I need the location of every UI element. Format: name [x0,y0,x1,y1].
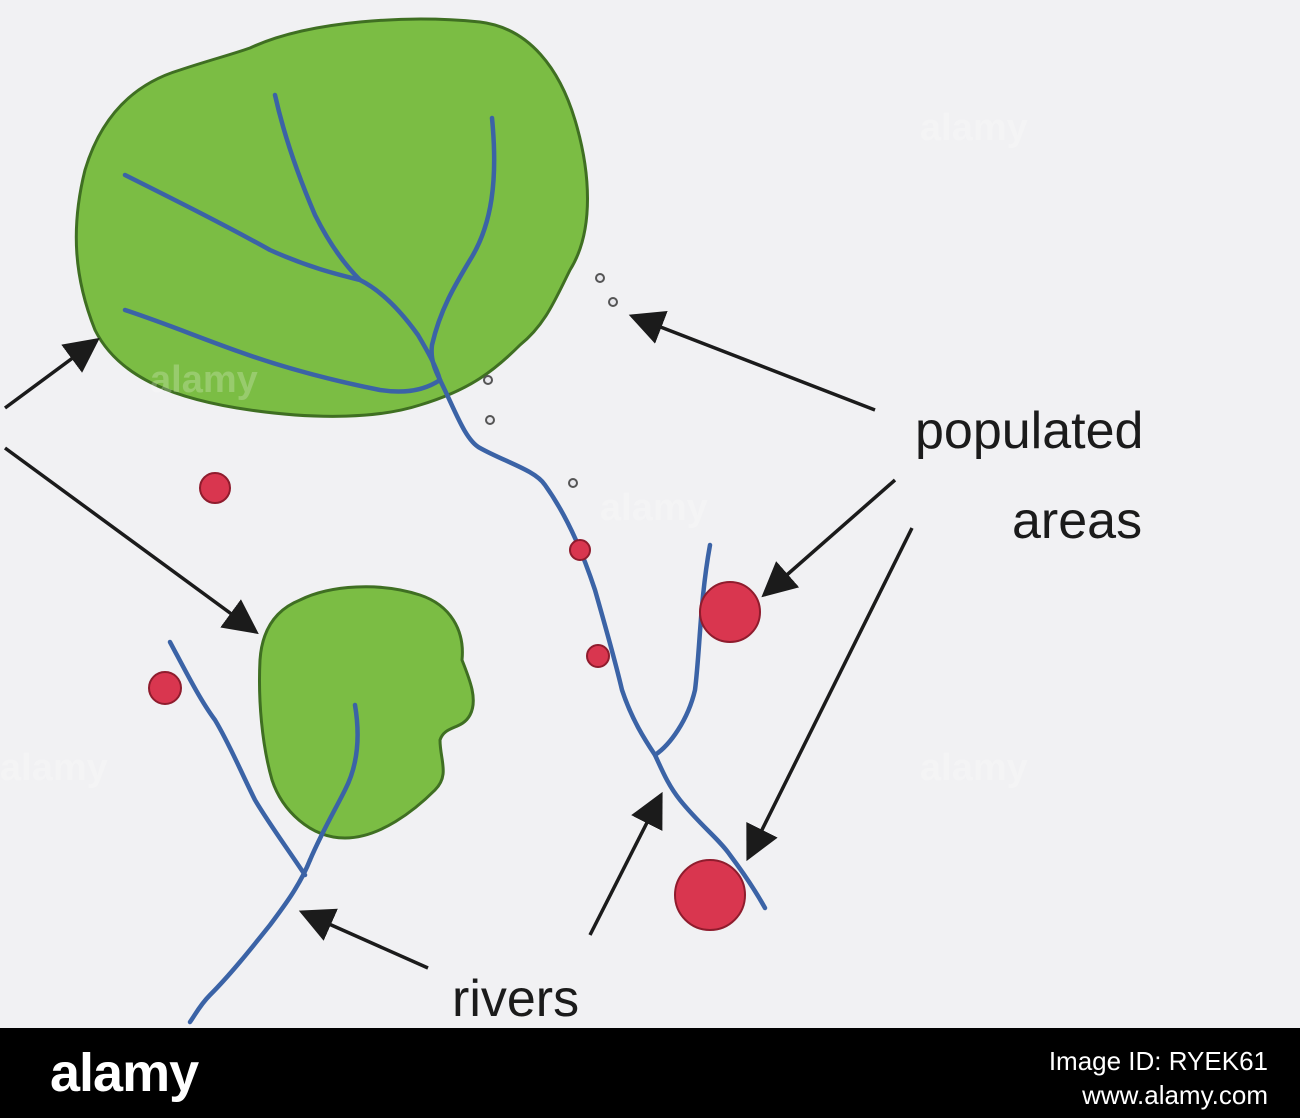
rivers-group [122,92,768,1025]
arrow-forest-large [3,337,100,410]
river-main [437,377,768,911]
watermark-text: alamy [150,359,258,401]
town-dot [674,859,746,931]
river-right-tributary [652,542,713,758]
watermark-text: alamy [600,487,708,529]
watermark-text: alamy [920,747,1028,789]
arrow-populated-middle [761,478,897,598]
arrow-rivers-right [588,791,663,936]
town-dot [699,581,761,643]
footer-bar: alamy Image ID: RYEK61 www.alamy.com [0,1028,1300,1118]
forest-small [258,585,475,840]
arrow-forest-small [3,446,259,635]
town-dot [148,671,182,705]
footer-image-id: Image ID: RYEK61 [1048,1046,1268,1076]
settlement-dot [483,375,493,385]
diagram-svg: populated areas rivers alamy alamy alamy… [0,17,1144,1028]
settlement-dot [608,297,618,307]
footer-url: www.alamy.com [1082,1080,1268,1110]
forest-large [74,17,589,418]
arrow-populated-top [628,311,876,412]
watermark-text: alamy [0,747,108,789]
town-dot [569,539,591,561]
river-lower-left-branch [122,307,443,394]
arrow-populated-bottom [746,527,914,862]
river-top-left-branch [122,172,443,383]
tiny-settlements-group [483,273,618,488]
river-left-outflow [187,857,313,1025]
settlement-dot [485,415,495,425]
river-small-forest-branch [307,702,360,863]
town-dot [199,472,231,504]
watermark-text: alamy [920,107,1028,149]
river-left-main [167,639,308,878]
label-areas: areas [1012,492,1142,550]
river-top-center [272,92,363,283]
town-dot [586,644,610,668]
settlement-dot [595,273,605,283]
settlement-dot [568,478,578,488]
label-populated: populated [915,402,1143,460]
label-rivers: rivers [452,970,579,1028]
towns-group [148,472,761,931]
arrows-group [3,311,914,970]
footer-logo: alamy [50,1043,199,1103]
arrow-rivers-left [298,908,429,970]
